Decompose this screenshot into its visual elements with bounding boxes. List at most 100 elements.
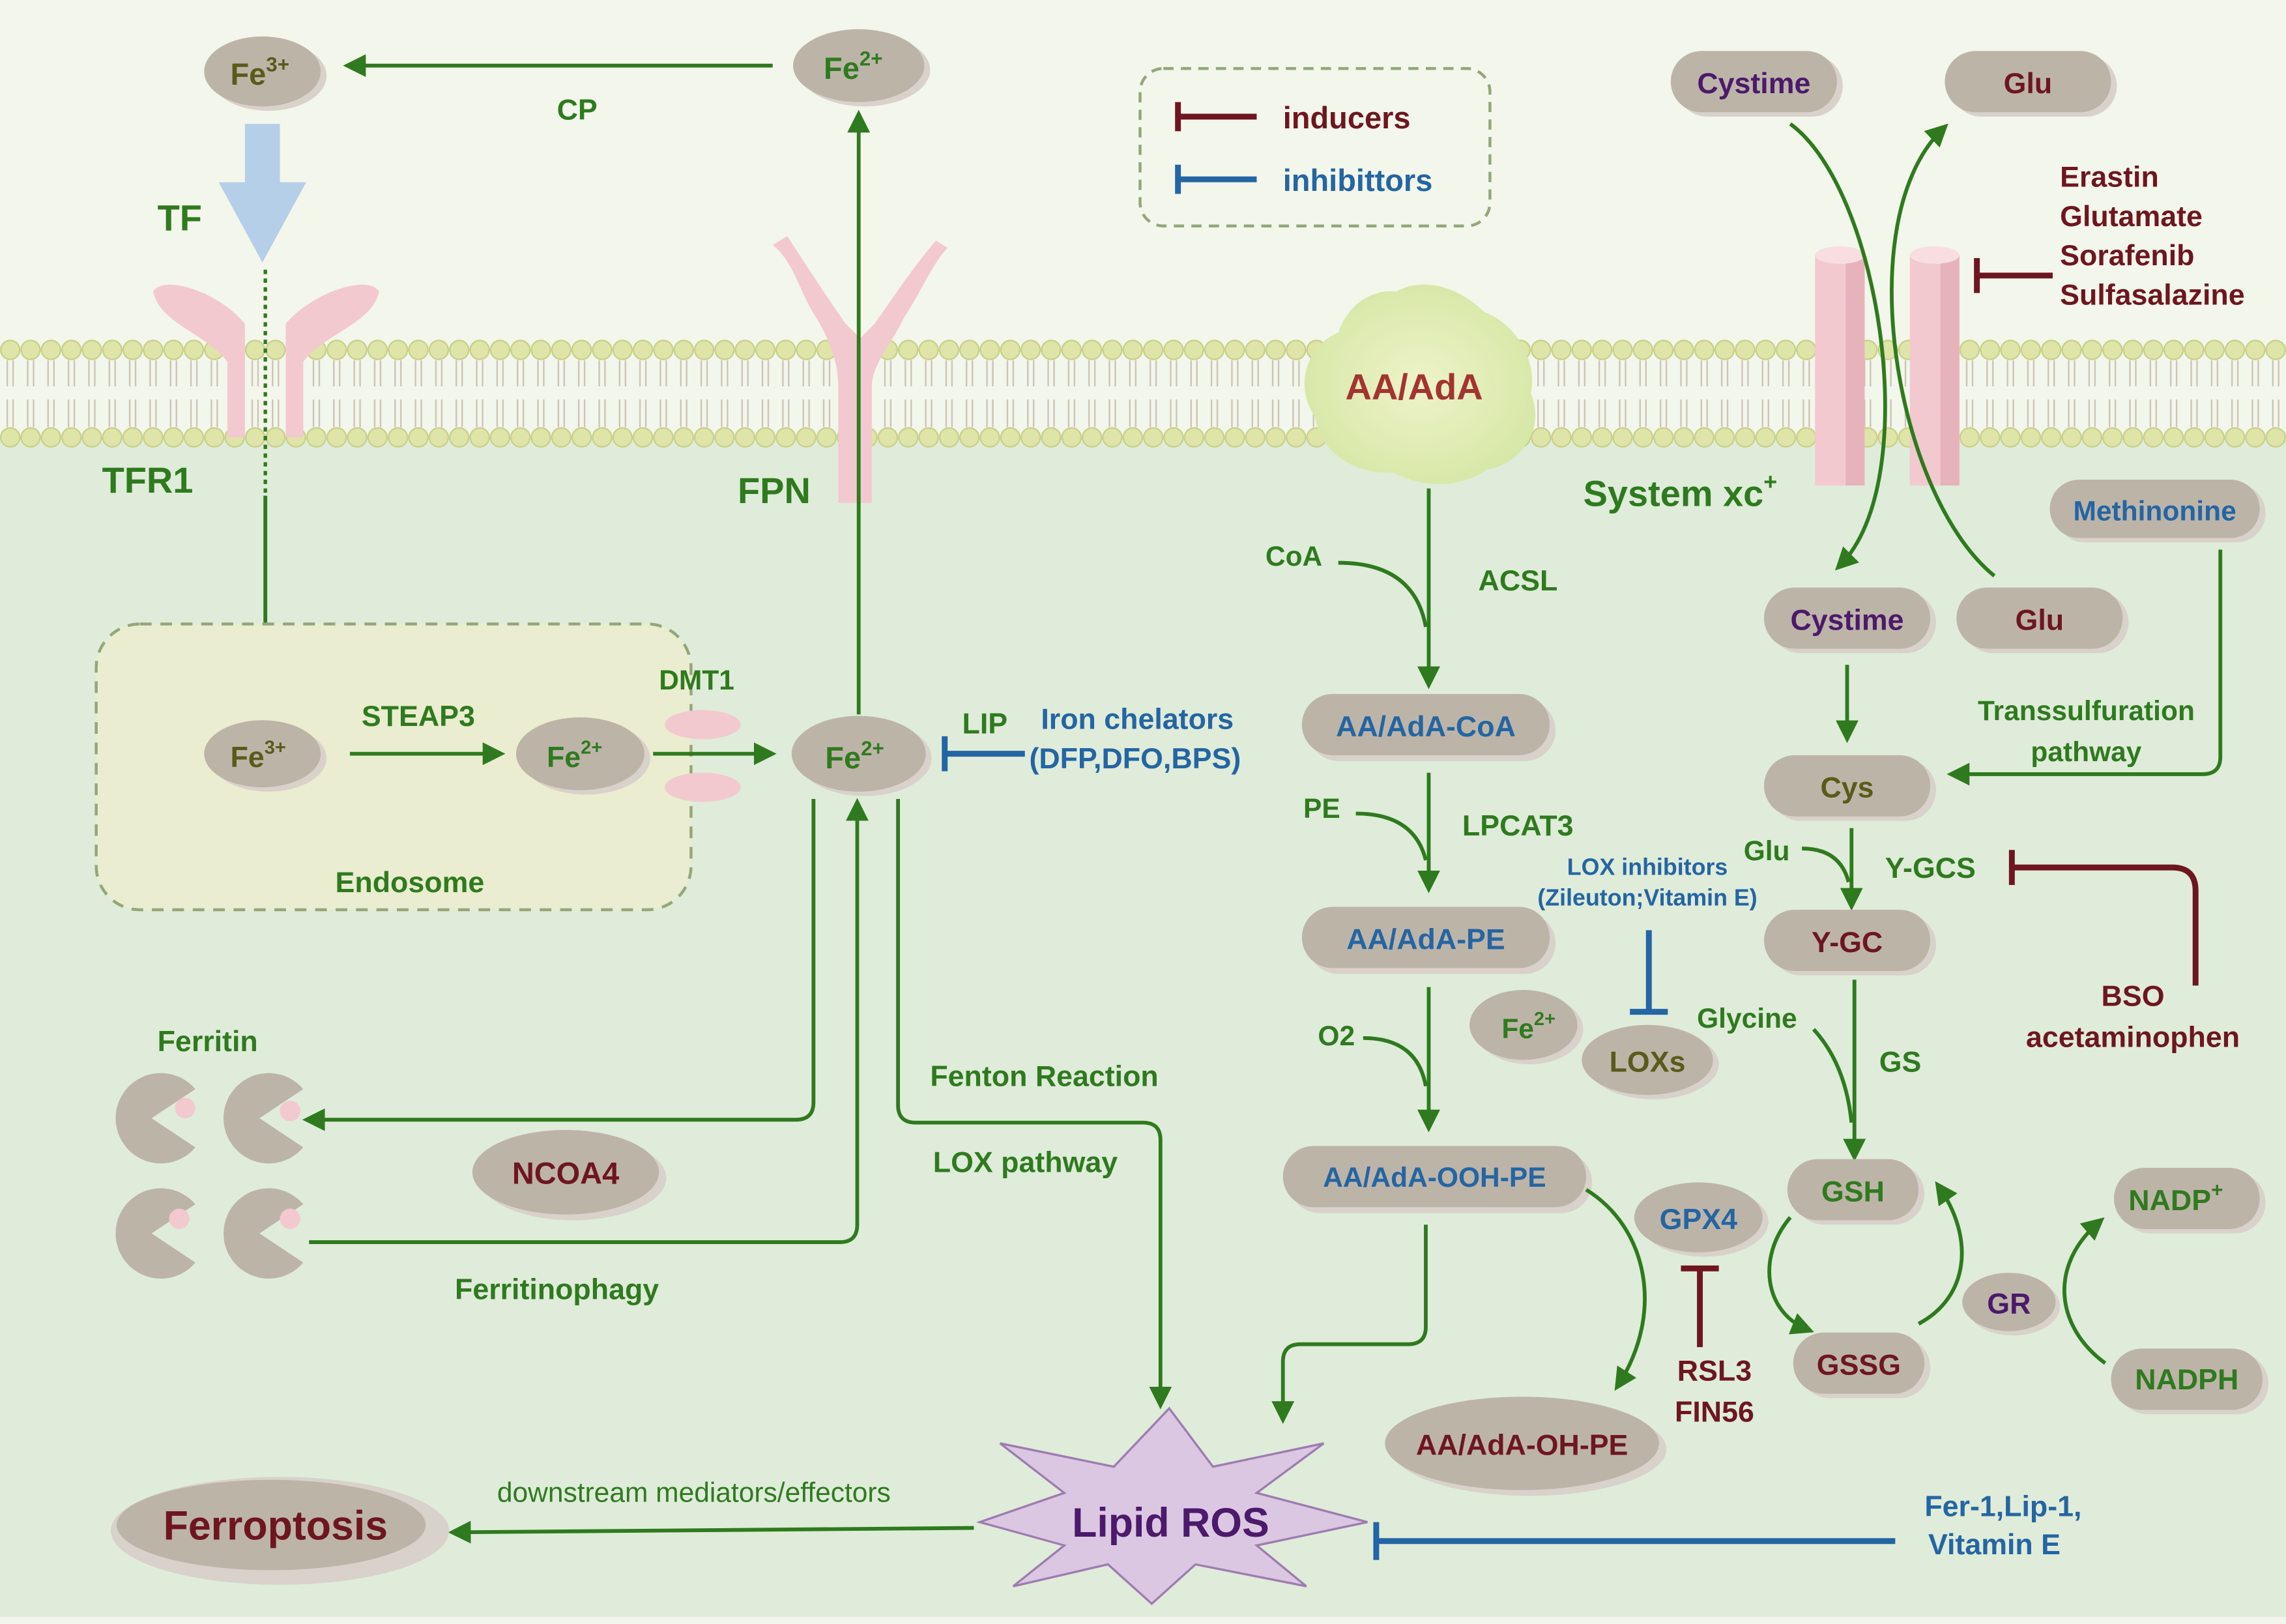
arrow-ferritinophagy (309, 798, 869, 1245)
svg-text:GR: GR (1987, 1288, 2031, 1320)
svg-text:AA/AdA-CoA: AA/AdA-CoA (1336, 710, 1516, 743)
label-downstream: downstream mediators/effectors (497, 1477, 891, 1508)
gsh: GSH (1787, 1159, 1925, 1225)
aa-ada-ooh-pe: AA/AdA-OOH-PE (1282, 1146, 1593, 1213)
arrow-gsh-oxidation (1767, 1216, 1814, 1335)
arrow-transsulfuration (1946, 549, 2223, 786)
svg-text:AA/AdA-PE: AA/AdA-PE (1346, 923, 1505, 955)
label-transsulfuration: Transsulfuration (1978, 696, 2195, 727)
glu-extracellular: Glu (1945, 51, 2117, 117)
cystime-intracellular: Cystime (1764, 587, 1937, 654)
aa-ada-icon (1304, 284, 1536, 484)
label-acsl: ACSL (1479, 564, 1558, 597)
label-ygcs: Y-GCS (1885, 852, 1976, 884)
legend: inducers inhibittors (1138, 66, 1492, 228)
svg-text:Cystime: Cystime (1791, 603, 1904, 636)
svg-text:NCOA4: NCOA4 (512, 1156, 619, 1191)
arrow-downstream (448, 1520, 974, 1544)
gssg: GSSG (1793, 1332, 1931, 1399)
label-pathway: pathway (2031, 737, 2141, 768)
svg-text:Fe2+: Fe2+ (824, 48, 883, 85)
label-sorafenib: Sorafenib (2060, 239, 2194, 272)
label-lox-inhibitors: LOX inhibitors (1567, 854, 1728, 880)
svg-text:LOXs: LOXs (1610, 1045, 1686, 1078)
label-acetaminophen: acetaminophen (2026, 1021, 2240, 1053)
label-vitamin-e: Vitamin E (1928, 1528, 2061, 1561)
svg-text:Fe3+: Fe3+ (230, 738, 285, 774)
methionine: Methinonine (2049, 480, 2266, 543)
arrow-fenton (896, 798, 1172, 1410)
gr: GR (1962, 1273, 2061, 1336)
svg-text:Y-GC: Y-GC (1812, 926, 1883, 959)
svg-text:Fe2+: Fe2+ (825, 737, 884, 775)
label-ferritin: Ferritin (158, 1025, 258, 1058)
label-glutamate: Glutamate (2060, 200, 2203, 233)
svg-text:GSH: GSH (1821, 1175, 1885, 1208)
ferritin-icon (115, 1073, 304, 1279)
svg-text:AA/AdA-OOH-PE: AA/AdA-OOH-PE (1323, 1163, 1546, 1193)
label-system-xc: System xc+ (1584, 469, 1778, 514)
label-endosome: Endosome (336, 866, 485, 899)
ferroptosis: Ferroptosis (111, 1477, 450, 1585)
label-fenton: Fenton Reaction (930, 1060, 1158, 1093)
label-lipid-ros: Lipid ROS (1072, 1500, 1269, 1546)
arrow-iron-storage (302, 798, 816, 1131)
nadph: NADPH (2111, 1348, 2269, 1415)
nadp-plus: NADP+ (2113, 1167, 2266, 1234)
svg-text:Cystime: Cystime (1697, 67, 1810, 100)
gpx4: GPX4 (1634, 1182, 1769, 1257)
ncoa4: NCOA4 (472, 1129, 667, 1221)
lipid-ros-star-icon (976, 1406, 1368, 1606)
svg-text:NADPH: NADPH (2135, 1363, 2238, 1396)
label-gs: GS (1879, 1045, 1922, 1078)
label-chelators: Iron chelators (1041, 703, 1234, 736)
aa-ada-oh-pe: AA/AdA-OH-PE (1385, 1397, 1667, 1496)
label-lip: LIP (962, 707, 1008, 740)
label-tfr1: TFR1 (102, 459, 194, 500)
label-rsl3: RSL3 (1677, 1355, 1752, 1387)
label-bso: BSO (2102, 980, 2165, 1013)
label-fer1: Fer-1,Lip-1, (1924, 1490, 2081, 1523)
fe3-extracellular: Fe3+ (204, 36, 327, 111)
fe3-endosome: Fe3+ (204, 720, 327, 792)
cys: Cys (1764, 755, 1937, 821)
label-glycine: Glycine (1697, 1004, 1797, 1034)
label-dmt1: DMT1 (659, 665, 734, 696)
fe2-labile-iron-pool: Fe2+ (791, 716, 932, 796)
label-cp: CP (557, 93, 598, 126)
extracellular-space (0, 0, 2286, 350)
label-erastin: Erastin (2060, 160, 2159, 193)
tf-arrow-icon (218, 124, 306, 263)
svg-text:Fe2+: Fe2+ (547, 738, 602, 774)
label-tf: TF (158, 197, 202, 238)
svg-text:Fe3+: Fe3+ (230, 53, 289, 91)
legend-inducers: inducers (1283, 100, 1411, 135)
arrow-gpx4-reduction (1585, 1188, 1647, 1391)
tfr1-receptor-icon (152, 284, 379, 438)
label-sulfasalazine: Sulfasalazine (2060, 279, 2244, 312)
svg-text:GPX4: GPX4 (1660, 1203, 1737, 1236)
arrow-gsh-regeneration (1917, 1181, 1964, 1326)
svg-text:GSSG: GSSG (1817, 1349, 1901, 1382)
arrow-ooh-to-ros (1271, 1225, 1428, 1425)
fe2-lox: Fe2+ (1469, 990, 1584, 1065)
svg-text:Glu: Glu (2004, 67, 2053, 100)
inhibit-ygcs (2012, 864, 2199, 986)
cystime-extracellular: Cystime (1670, 51, 1843, 117)
cell-membrane (0, 335, 2286, 452)
svg-text:Fe2+: Fe2+ (1501, 1009, 1555, 1045)
label-steap3: STEAP3 (362, 700, 475, 732)
label-pe: PE (1303, 794, 1340, 824)
fe2-endosome: Fe2+ (515, 717, 650, 795)
svg-text:AA/AdA-OH-PE: AA/AdA-OH-PE (1416, 1429, 1628, 1462)
label-lox-pathway: LOX pathway (933, 1146, 1118, 1179)
svg-text:Cys: Cys (1820, 772, 1874, 804)
legend-inhibitors: inhibittors (1283, 163, 1433, 197)
label-o2: O2 (1318, 1021, 1355, 1052)
label-fin56: FIN56 (1675, 1395, 1754, 1428)
glu-intracellular: Glu (1956, 587, 2129, 654)
svg-text:NADP+: NADP+ (2128, 1179, 2223, 1217)
aa-ada-coa: AA/AdA-CoA (1301, 693, 1556, 761)
label-lox-inhibitors-list: (Zileuton;Vitamin E) (1537, 884, 1757, 910)
